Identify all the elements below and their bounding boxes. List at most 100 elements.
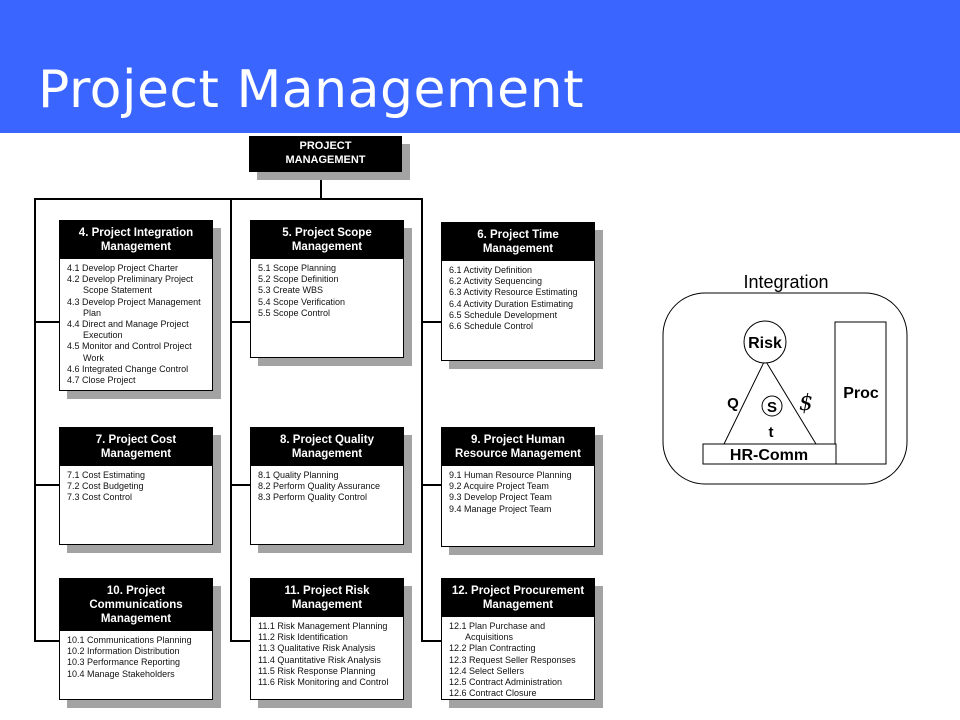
process-item: Acquisitions xyxy=(465,632,514,643)
process-item: 4.2 Develop Preliminary Project xyxy=(67,274,194,285)
process-item: 8.3 Perform Quality Control xyxy=(258,492,368,503)
branch-9 xyxy=(421,484,441,486)
process-item: 11.5 Risk Response Planning xyxy=(258,665,376,676)
process-item: 11.3 Qualitative Risk Analysis xyxy=(258,643,376,654)
branch-5 xyxy=(230,321,250,323)
process-item: 9.1 Human Resource Planning xyxy=(449,470,572,480)
process-item: 4.1 Develop Project Charter xyxy=(67,263,179,273)
title-line: Communications xyxy=(89,599,183,611)
branch-12 xyxy=(421,640,441,642)
process-item: 6.1 Activity Definition xyxy=(449,265,533,275)
process-item: 11.4 Quantitative Risk Analysis xyxy=(258,654,381,665)
middle-column-connector xyxy=(230,198,232,642)
process-item: Plan xyxy=(83,307,102,318)
process-item: 8.1 Quality Planning xyxy=(258,470,339,480)
process-item: Work xyxy=(83,352,104,363)
process-item: 7.2 Cost Budgeting xyxy=(67,481,144,492)
process-item: 7.3 Cost Control xyxy=(67,492,133,503)
right-column-connector xyxy=(421,198,423,642)
branch-4 xyxy=(34,321,59,323)
title-line: Management xyxy=(291,241,363,253)
title-line: Management xyxy=(100,613,172,625)
title-line: Management xyxy=(291,448,363,460)
process-item: 10.4 Manage Stakeholders xyxy=(67,668,175,679)
process-item: 11.6 Risk Monitoring and Control xyxy=(258,677,389,688)
risk-circle xyxy=(743,320,787,364)
title-line: 9. Project Human xyxy=(471,434,565,446)
cost-label: $ xyxy=(799,391,813,416)
title-line: 7. Project Cost xyxy=(95,434,177,446)
process-item: 12.5 Contract Administration xyxy=(449,677,563,688)
process-item: 9.2 Acquire Project Team xyxy=(449,481,549,492)
title-line: Management xyxy=(482,599,554,611)
branch-10 xyxy=(34,640,59,642)
title-line: 8. Project Quality xyxy=(280,434,374,446)
process-item: 11.2 Risk Identification xyxy=(258,632,348,643)
title-line: 12. Project Procurement xyxy=(451,585,585,597)
branch-8 xyxy=(230,484,250,486)
process-item: 9.3 Develop Project Team xyxy=(449,492,552,503)
process-item: 4.7 Close Project xyxy=(67,375,136,386)
title-line: Management xyxy=(291,599,363,611)
scope-circle xyxy=(761,395,783,417)
process-item: 5.3 Create WBS xyxy=(258,285,324,296)
branch-6 xyxy=(421,321,441,323)
process-item: 6.3 Activity Resource Estimating xyxy=(449,287,578,298)
process-item: 5.5 Scope Control xyxy=(258,307,331,318)
procurement-box xyxy=(834,321,887,465)
root-connector xyxy=(320,172,322,199)
process-item: Execution xyxy=(83,330,123,341)
title-line: 4. Project Integration xyxy=(78,227,194,239)
process-item: 5.2 Scope Definition xyxy=(258,274,339,285)
branch-11 xyxy=(230,640,250,642)
title-line: Management xyxy=(100,241,172,253)
process-item: 12.6 Contract Closure xyxy=(449,688,537,699)
title-line: Management xyxy=(100,448,172,460)
title-line: Management xyxy=(482,243,554,255)
process-item: 4.4 Direct and Manage Project xyxy=(67,319,189,330)
title-line: 6. Project Time xyxy=(477,229,559,241)
time-label: t xyxy=(769,424,774,441)
branch-7 xyxy=(34,484,59,486)
process-item: 10.3 Performance Reporting xyxy=(67,657,181,668)
process-item: 6.2 Activity Sequencing xyxy=(449,276,543,287)
slide-title: Project Management xyxy=(38,60,584,120)
root-line-2: MANAGEMENT xyxy=(285,154,366,166)
title-line: 10. Project xyxy=(106,585,166,597)
process-item: 4.6 Integrated Change Control xyxy=(67,363,189,374)
title-line: 5. Project Scope xyxy=(282,227,372,239)
integration-label: Integration xyxy=(743,272,828,292)
top-horizontal-connector xyxy=(34,198,423,200)
scope-label: S xyxy=(767,399,777,416)
process-item: 12.4 Select Sellers xyxy=(449,665,525,676)
process-item: 4.3 Develop Project Management xyxy=(67,296,201,307)
process-item: 12.2 Plan Contracting xyxy=(449,643,536,654)
root-line-1: PROJECT xyxy=(299,140,352,152)
left-column-connector xyxy=(34,198,36,642)
process-item: 5.1 Scope Planning xyxy=(258,263,337,273)
process-item: 8.2 Perform Quality Assurance xyxy=(258,481,381,492)
procurement-label: Proc xyxy=(843,385,879,402)
process-item: 10.2 Information Distribution xyxy=(67,646,180,657)
process-item: 9.4 Manage Project Team xyxy=(449,503,552,514)
process-item: 7.1 Cost Estimating xyxy=(67,470,146,480)
